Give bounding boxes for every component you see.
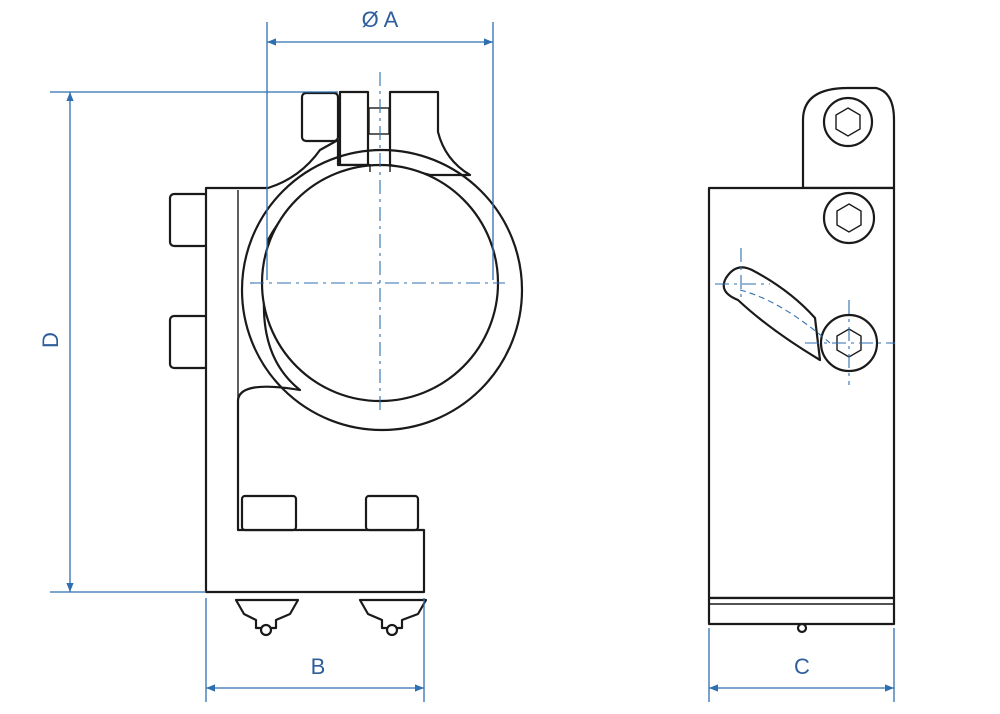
- label-c: C: [794, 654, 810, 679]
- dimension-b: B: [205, 598, 425, 702]
- label-d: D: [38, 332, 63, 348]
- side-bolt-head-upper: [168, 192, 210, 248]
- hex-socket-icon: [835, 107, 861, 137]
- side-nut-tip: [796, 622, 808, 634]
- side-body: [707, 186, 896, 600]
- base-bolt-head-left: [240, 494, 298, 532]
- side-screw-lower: [819, 313, 879, 373]
- t-nut-right-tip: [385, 623, 399, 637]
- t-nut-left-tip: [259, 623, 273, 637]
- dimension-a: Ø A: [266, 7, 494, 280]
- clamp-split-line: [369, 165, 391, 172]
- dimension-d: D: [38, 91, 338, 593]
- lug-screw-head: [822, 96, 874, 148]
- label-diameter-a: Ø A: [362, 7, 399, 32]
- clamp-lug-left: [338, 90, 370, 167]
- side-screw-upper: [822, 191, 876, 245]
- t-nut-right: [358, 598, 428, 630]
- hex-socket-icon-upper: [836, 203, 862, 233]
- dimension-c: C: [708, 628, 895, 702]
- base-bolt-head-right: [364, 494, 420, 532]
- side-bolt-head-lower: [168, 314, 210, 370]
- front-view: [168, 72, 524, 637]
- top-bolt-head-left: [300, 91, 340, 143]
- clamp-outer-ring: [240, 148, 524, 432]
- curved-slot: [722, 266, 822, 362]
- side-base-plate: [707, 596, 896, 626]
- clamp-lug-right: [388, 90, 472, 177]
- slot-centerline: [739, 289, 831, 344]
- bracket-body: [204, 138, 426, 594]
- side-view: [707, 86, 896, 634]
- label-b: B: [311, 654, 326, 679]
- clamp-gap: [368, 107, 390, 135]
- t-nut-left: [234, 598, 300, 630]
